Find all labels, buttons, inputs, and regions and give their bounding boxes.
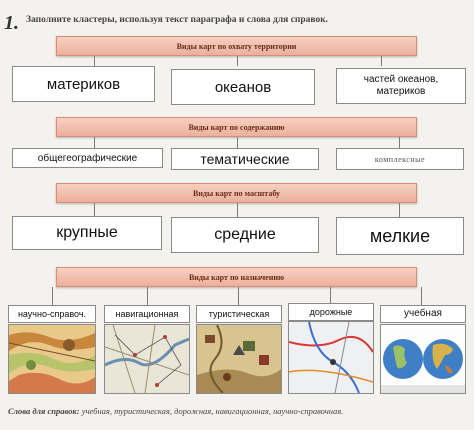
- connector-line: [238, 287, 239, 305]
- purpose-caption-road[interactable]: дорожные: [288, 303, 374, 321]
- connector-line: [237, 56, 238, 66]
- reference-words-text: учебная, туристическая, дорожная, навига…: [81, 406, 344, 416]
- navigation-map-icon: [104, 324, 190, 394]
- scale-box-large[interactable]: крупные: [12, 216, 162, 250]
- connector-line: [237, 203, 238, 217]
- task-instruction: Заполните кластеры, используя текст пара…: [26, 15, 329, 25]
- connector-line: [330, 287, 331, 305]
- connector-line: [237, 137, 238, 148]
- header-purpose: Виды карт по назначению: [56, 267, 417, 287]
- scale-box-medium[interactable]: средние: [171, 217, 319, 253]
- world-map-icon: [380, 324, 466, 394]
- purpose-caption-tourist[interactable]: туристическая: [196, 305, 282, 323]
- connector-line: [147, 287, 148, 305]
- header-scale: Виды карт по масштабу: [56, 183, 417, 203]
- header-coverage: Виды карт по охвату территории: [56, 36, 417, 56]
- scale-box-small[interactable]: мелкие: [336, 217, 464, 255]
- tourist-map-icon: [196, 324, 282, 394]
- content-box-complex[interactable]: комплексные: [336, 148, 464, 170]
- task-number: 1.: [4, 12, 19, 34]
- coverage-box-oceans[interactable]: океанов: [171, 69, 315, 105]
- connector-line: [399, 203, 400, 217]
- road-map-icon: [288, 321, 374, 394]
- connector-line: [421, 287, 422, 305]
- reference-map-icon: [8, 324, 96, 394]
- connector-line: [94, 56, 95, 66]
- connector-line: [381, 56, 382, 66]
- purpose-caption-navigation[interactable]: навигационная: [104, 305, 190, 323]
- content-box-general[interactable]: общегеографические: [12, 148, 163, 168]
- coverage-box-continents[interactable]: материков: [12, 66, 155, 102]
- reference-words: Слова для справок: учебная, туристическа…: [8, 406, 343, 416]
- reference-words-label: Слова для справок:: [8, 406, 80, 416]
- connector-line: [52, 287, 53, 305]
- header-content: Виды карт по содержанию: [56, 117, 417, 137]
- content-box-thematic[interactable]: тематические: [171, 148, 319, 170]
- connector-line: [399, 137, 400, 148]
- coverage-box-parts[interactable]: частей океанов, материков: [336, 68, 466, 104]
- purpose-caption-educational[interactable]: учебная: [380, 305, 466, 323]
- connector-line: [94, 137, 95, 148]
- connector-line: [94, 203, 95, 216]
- purpose-caption-reference[interactable]: научно-справоч.: [8, 305, 96, 323]
